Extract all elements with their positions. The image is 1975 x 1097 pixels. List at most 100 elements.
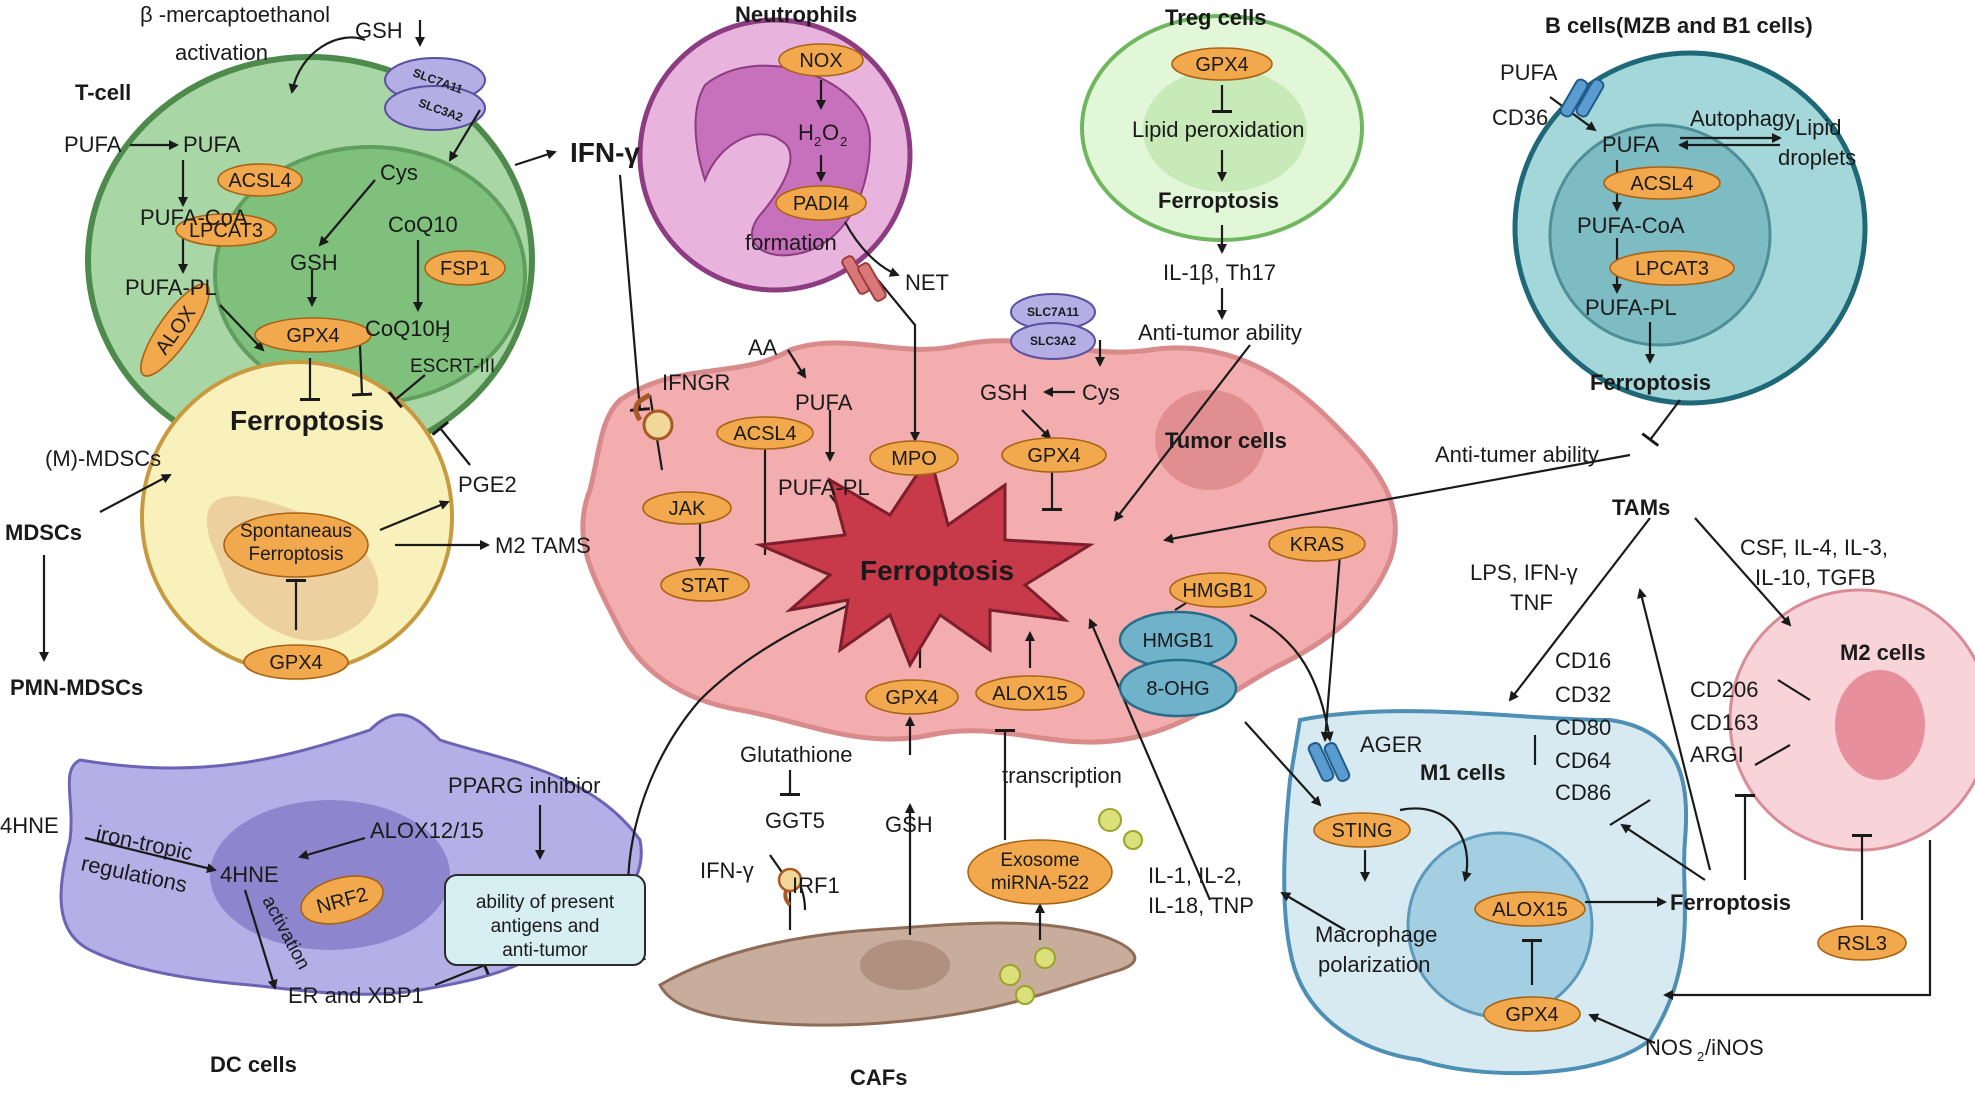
il10-label: IL-10, TGFB [1755,565,1876,590]
4hne-inside-label: 4HNE [220,862,279,887]
ferroptosis-star [754,451,1095,669]
ager-label: AGER [1360,732,1422,757]
nos-label: NOS [1645,1035,1693,1060]
pufa-b-inside: PUFA [1602,132,1660,157]
cd64-label: CD64 [1555,748,1611,773]
il1-label: IL-1, IL-2, [1148,863,1242,888]
b-cells-title: B cells(MZB and B1 cells) [1545,13,1813,38]
ggt5-label: GGT5 [765,808,825,833]
antitumer-label: Anti-tumer ability [1435,442,1599,467]
pufa-inside-label: PUFA [183,132,241,157]
dc-cells-title: DC cells [210,1052,297,1077]
h2o2-sub1: 2 [814,134,821,149]
net-label: NET [905,270,949,295]
cd86-label: CD86 [1555,780,1611,805]
fsp1-label: FSP1 [440,258,490,280]
gpx4-tumor-label: GPX4 [1027,445,1080,467]
nos-subscript: 2 [1697,1049,1704,1064]
pufa-pl-t-label: PUFA-PL [125,275,217,300]
gpx4-tumor-lower-label: GPX4 [885,687,938,709]
alox15-tumor-label: ALOX15 [992,683,1068,705]
macrophage-label-1: Macrophage [1315,922,1437,947]
activation-t-label: activation [175,40,268,65]
ifng-label: IFN-γ [570,137,640,168]
receptors [633,78,1605,1005]
lpcat3-b-label: LPCAT3 [1635,258,1709,280]
t-cell-title: T-cell [75,80,131,105]
tumor-cells-title: Tumor cells [1165,428,1287,453]
nox-label: NOX [799,50,842,72]
m2-cells-title: M2 cells [1840,640,1926,665]
rsl3-label: RSL3 [1837,933,1887,955]
gpx4-t-label: GPX4 [286,325,339,347]
cd80-label: CD80 [1555,715,1611,740]
ferroptosis-tumor-label: Ferroptosis [860,555,1014,586]
alox15-m1-label: ALOX15 [1492,899,1568,921]
cd36-label: CD36 [1492,105,1548,130]
slc3a2-tumor-label: SLC3A2 [1030,334,1076,348]
gpx4-mdsc-label: GPX4 [269,652,322,674]
formation-label: formation [745,230,837,255]
lipid-label: Lipid [1795,115,1841,140]
pparg-label: PPARG inhibior [448,773,600,798]
pufa-pl-tumor-label: PUFA-PL [778,475,870,500]
pufa-b-outside: PUFA [1500,60,1558,85]
ability-label-2: antigens and [491,916,600,937]
m2-cell [1728,588,1975,852]
cafs-title: CAFs [850,1065,907,1090]
h2o2-h-label: H [798,120,814,145]
alox1215-label: ALOX12/15 [370,818,484,843]
padi4-label: PADI4 [793,193,849,215]
spontaneous-label-1: Spontaneaus [240,521,352,542]
gsh-t-label: GSH [355,18,403,43]
m1-cells-title: M1 cells [1420,760,1506,785]
cd16-label: CD16 [1555,648,1611,673]
spontaneous-label-2: Ferroptosis [248,544,343,565]
h2o2-sub2: 2 [840,134,847,149]
slc7a11-tumor-label: SLC7A11 [1027,305,1079,319]
pufa-coa-t-label: PUFA-CoA [140,205,248,230]
jak-label: JAK [669,498,706,520]
ifng-caf-label: IFN-γ [700,858,754,883]
glutathione-label: Glutathione [740,742,853,767]
exosome-label-1: Exosome [1000,850,1079,871]
m1-cell [1282,709,1689,1076]
acsl4-tumor-label: ACSL4 [733,423,796,445]
tnf-label: TNF [1510,590,1553,615]
transcription-label: transcription [1002,763,1122,788]
exosome-label-2: miRNA-522 [991,873,1089,894]
stat-label: STAT [681,575,729,597]
hmgb1-complex-label: HMGB1 [1142,630,1213,652]
il1b-th17-label: IL-1β, Th17 [1163,260,1276,285]
ferroptosis-m1-label: Ferroptosis [1670,890,1791,915]
pufa-tumor-label: PUFA [795,390,853,415]
droplets-label: droplets [1778,145,1856,170]
neutrophils-title: Neutrophils [735,2,857,27]
aa-label: AA [748,335,778,360]
gsh-in-label: GSH [290,250,338,275]
treg-title: Treg cells [1165,5,1267,30]
argi-label: ARGI [1690,742,1744,767]
cys-tumor-label: Cys [1082,380,1120,405]
lps-label: LPS, IFN-γ [1470,560,1578,585]
bmerc-label: β -mercaptoethanol [140,2,330,27]
autophagy-label: Autophagy [1690,106,1795,131]
h2o2-o-label: O [822,120,839,145]
ability-label-3: anti-tumor [502,940,588,961]
escrt-label: ESCRT-III [410,356,495,377]
il18-label: IL-18, TNP [1148,893,1254,918]
hmgb1-pill-label: HMGB1 [1182,580,1253,602]
acsl4-t-label: ACSL4 [228,170,291,192]
pmn-mdscs-label: PMN-MDSCs [10,675,143,700]
enzyme-pills [140,43,1907,1032]
nos-rest-label: /iNOS [1705,1035,1764,1060]
lipid-perox-label: Lipid peroxidation [1132,117,1304,142]
mpo-label: MPO [891,448,937,470]
pge2-label: PGE2 [458,472,517,497]
m2-tams-label: M2 TAMS [495,533,591,558]
lpcat3-t-label: LPCAT3 [189,220,263,242]
ifngr-label: IFNGR [662,370,730,395]
coq10h2-subscript: 2 [442,330,449,345]
4hne-outside-label: 4HNE [0,813,59,838]
